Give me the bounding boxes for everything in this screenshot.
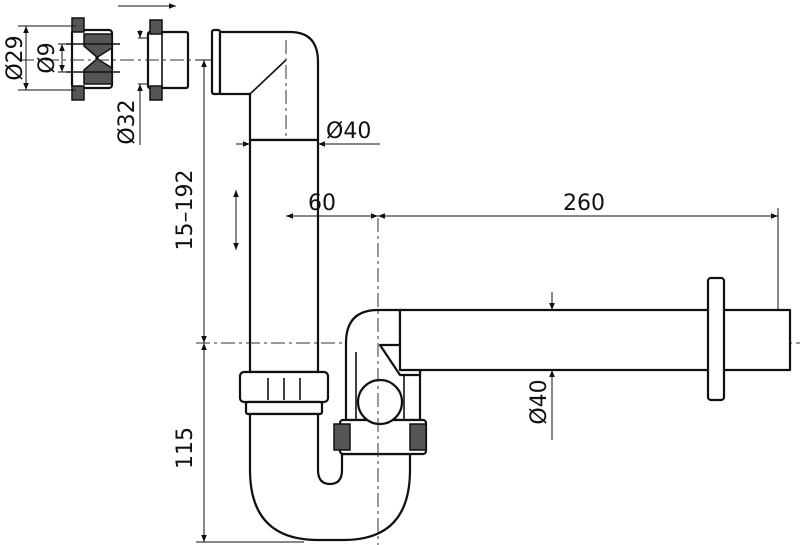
label-trap-offset: 60 [308, 191, 336, 216]
label-inner-adapter-diameter: Ø9 [35, 42, 60, 73]
union-nut [238, 370, 330, 416]
label-height-range: 15–192 [173, 170, 198, 251]
dimension-inner-adapter: Ø9 [35, 42, 70, 74]
dimension-height-range: 15–192 [173, 59, 212, 343]
adapter-sleeve [146, 19, 190, 101]
inlet-elbow [210, 28, 320, 360]
label-trap-depth: 115 [173, 427, 198, 469]
label-outer-adapter-diameter: Ø29 [3, 35, 28, 80]
dimension-outlet-length: 260 [378, 191, 779, 310]
dimension-adapter-sleeve: Ø32 [115, 30, 148, 145]
dimension-outlet-pipe: Ø40 [527, 292, 555, 440]
label-pipe-diameter-outlet: Ø40 [527, 379, 552, 424]
dimension-vertical-pipe: Ø40 [236, 119, 380, 147]
reducer-adapter [66, 17, 120, 101]
dimension-trap-offset: 60 [286, 191, 378, 219]
dimension-trap-depth: 115 [173, 343, 304, 543]
label-adapter-sleeve-diameter: Ø32 [115, 99, 140, 144]
u-bend [248, 412, 412, 542]
vertical-pipe [248, 138, 320, 374]
dimension-outer-adapter: Ø29 [3, 25, 76, 91]
trap-body [333, 308, 428, 456]
label-pipe-diameter-vertical: Ø40 [326, 119, 371, 144]
outlet-pipe [378, 276, 792, 402]
label-outlet-length: 260 [563, 191, 605, 216]
